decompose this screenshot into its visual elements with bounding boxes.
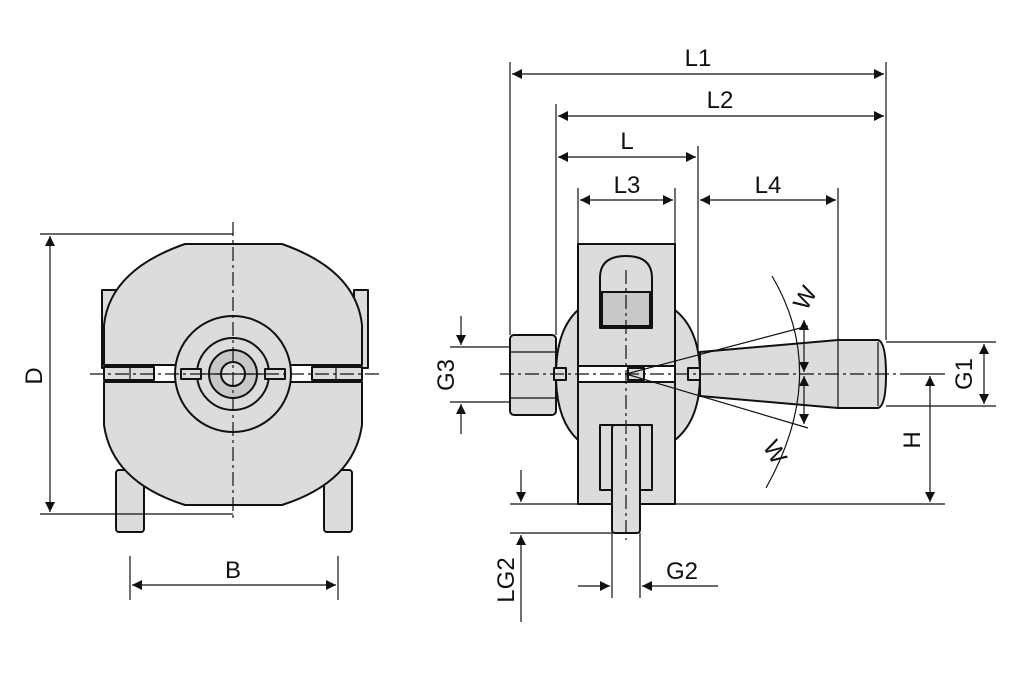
dimension-L: L (558, 128, 699, 352)
side-view: W W (500, 243, 900, 540)
label-B: B (225, 557, 241, 584)
label-W-bottom: W (757, 436, 792, 469)
dimension-G2: G2 (578, 533, 718, 598)
label-L1: L1 (685, 45, 712, 72)
label-LG2: LG2 (493, 557, 520, 602)
label-H: H (899, 431, 926, 448)
thread-nut (509, 334, 557, 416)
dimension-G1: G1 (886, 341, 996, 407)
label-L3: L3 (614, 172, 641, 199)
dimension-D: D (21, 233, 233, 515)
dimension-L2: L2 (555, 87, 884, 335)
dimension-L4: L4 (700, 172, 839, 340)
dimension-B: B (129, 556, 339, 600)
label-W-top: W (788, 281, 823, 314)
front-view (90, 222, 380, 533)
label-G3: G3 (433, 359, 460, 391)
dimension-L3: L3 (577, 172, 676, 244)
dimension-L1: L1 (509, 45, 887, 340)
label-G2: G2 (666, 558, 698, 585)
label-L2: L2 (707, 87, 734, 114)
label-L: L (620, 128, 633, 155)
dimension-LG2: LG2 (493, 470, 612, 622)
dimension-G3: G3 (433, 316, 510, 434)
label-D: D (21, 367, 48, 384)
label-L4: L4 (755, 172, 782, 199)
label-G1: G1 (951, 358, 978, 390)
dimension-H: H (675, 373, 945, 505)
split-slot-right (311, 366, 363, 381)
